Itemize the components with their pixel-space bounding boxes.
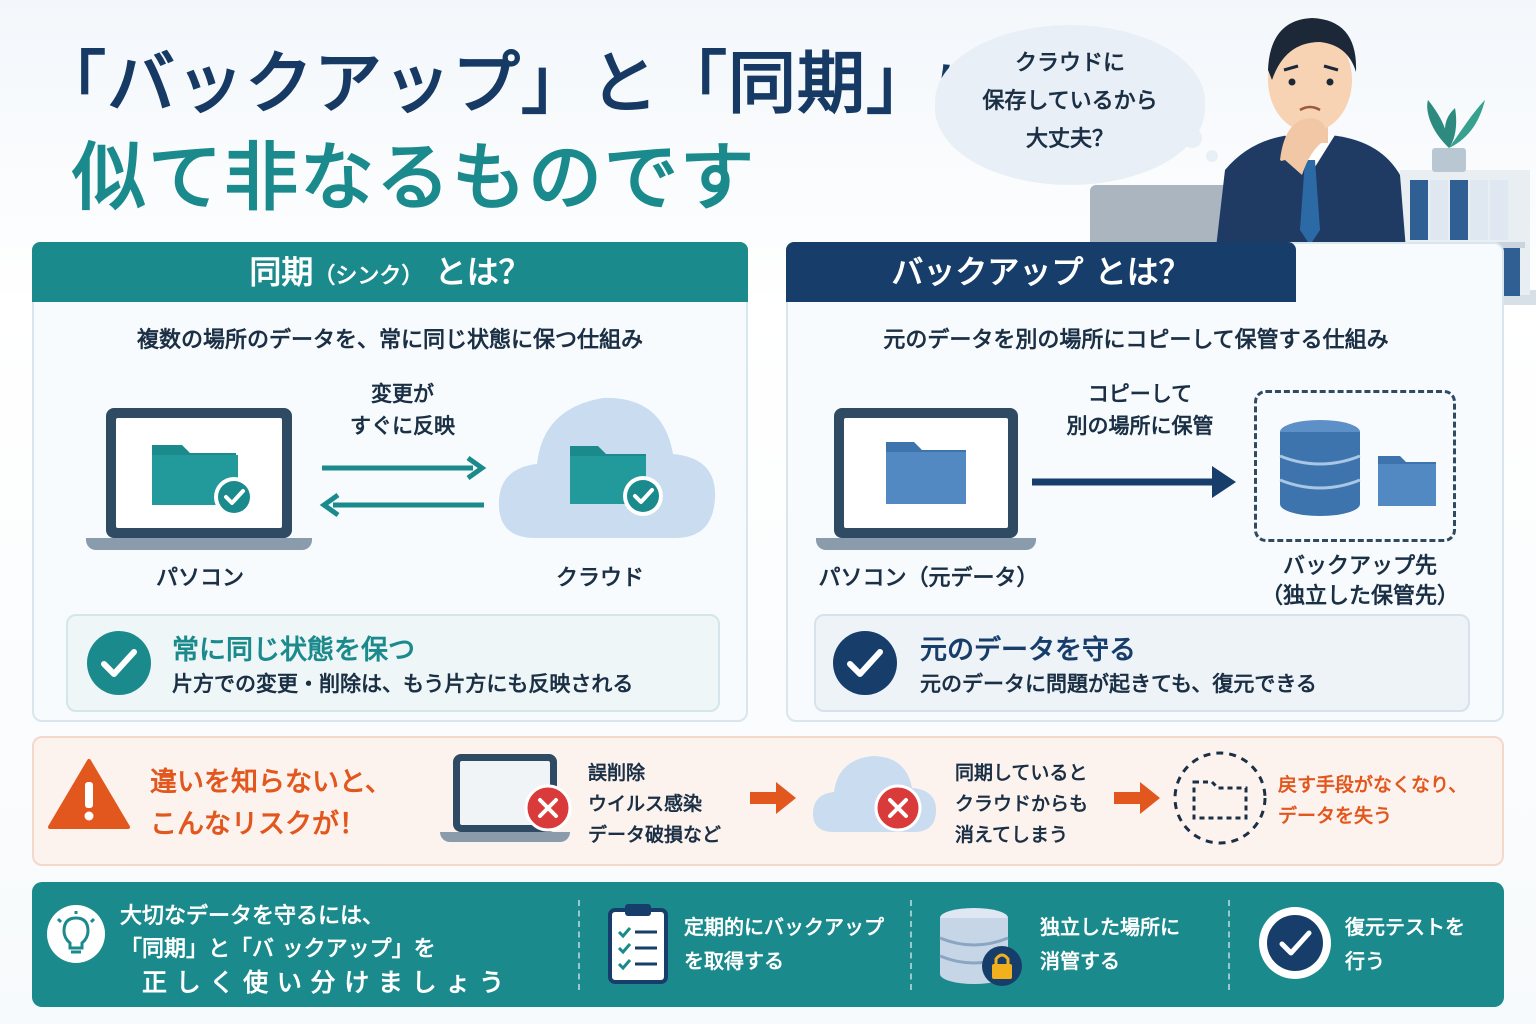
backup-subtitle: 元のデータを別の場所にコピーして保管する仕組み — [883, 328, 1389, 353]
backup-summary-title: 元のデータを守る — [920, 635, 1136, 666]
title-part1: 「バックアップ」と「同期」 — [38, 45, 936, 124]
risk-title-line: こんなリスクが！ — [150, 809, 366, 840]
bubble-line: 保存しているから — [982, 89, 1158, 114]
tips-intro-line: 正 し く 使 い 分 け ま し ょ う — [142, 968, 505, 997]
page-title-line1: 「バックアップ」と「同期」は、 — [38, 28, 1045, 127]
backup-destination-box — [1254, 390, 1456, 542]
database-lock-icon — [939, 908, 1022, 986]
bubble-dot — [1182, 128, 1202, 148]
tips-divider — [910, 900, 912, 990]
x-circle-icon — [874, 784, 922, 832]
sync-left-label: パソコン — [155, 566, 244, 591]
check-circle-icon — [1259, 907, 1331, 979]
backup-summary-box — [814, 614, 1470, 712]
risk-result: 戻す手段がなくなり、 データを失う — [1278, 770, 1467, 832]
x-circle-icon — [524, 784, 572, 832]
bubble-dot — [1206, 150, 1218, 162]
laptop-base — [816, 538, 1036, 550]
folder-check-icon — [152, 445, 254, 517]
risk-result-line: データを失う — [1278, 805, 1393, 827]
sync-subtitle: 複数の場所のデータを、常に同じ状態に保つ仕組み — [136, 328, 643, 353]
sync-right-label: クラウド — [555, 566, 644, 591]
database-icon — [1279, 420, 1436, 516]
empty-folder-icon — [1173, 751, 1267, 845]
arrow-right-icon — [1032, 466, 1236, 498]
tips-intro-line: 「同期」と「バ ックアップ」を — [120, 937, 436, 962]
sync-summary-box — [66, 614, 720, 712]
tip-line: 定期的にバックアップ — [684, 915, 884, 939]
laptop-base — [440, 832, 570, 842]
clipboard-icon — [608, 904, 668, 984]
backup-arrow-label: コピーして 別の場所に保管 — [1040, 378, 1240, 442]
sync-arrow-label: 変更が すぐに反映 — [320, 378, 485, 442]
sync-heading-tail: とは？ — [434, 253, 531, 291]
arrow-right-icon — [750, 782, 796, 814]
cloud-icon — [498, 397, 716, 538]
tip-line: 行う — [1345, 949, 1385, 973]
bubble-line: 大丈夫？ — [1025, 127, 1114, 152]
backup-summary-desc: 元のデータに問題が起きても、復元できる — [920, 672, 1317, 696]
thought-bubble — [935, 25, 1205, 185]
tips-intro-line: 大切なデータを守るには、 — [120, 904, 385, 929]
tip-line: 独立した場所に — [1040, 915, 1180, 939]
arrow-right-icon — [1114, 782, 1160, 814]
risk-title-line: 違いを知らないと、 — [150, 767, 392, 798]
sync-summary-title: 常に同じ状態を保つ — [172, 635, 415, 666]
tips-divider — [578, 900, 580, 990]
backup-right-label: バックアップ先 （独立した保管先） — [1245, 552, 1475, 612]
arrow-label-line: コピーして — [1087, 382, 1193, 406]
risk-result-line: 戻す手段がなくなり、 — [1278, 774, 1468, 796]
sync-heading-main: 同期 — [249, 253, 314, 291]
risk-title: 違いを知らないと、 こんなリスクが！ — [150, 762, 392, 846]
tip-line: を取得する — [684, 949, 784, 973]
check-circle-icon — [833, 631, 897, 695]
arrow-label-line: 変更が — [371, 382, 434, 406]
two-way-arrow-icon — [319, 455, 487, 518]
tip-2: 独立した場所に 消管する — [1040, 910, 1180, 978]
warning-icon — [48, 759, 130, 829]
risk-cause-line: ウイルス感染 — [588, 793, 703, 815]
risk-effect-line: クラウドからも — [955, 793, 1089, 815]
risk-effect-line: 消えてしまう — [955, 824, 1069, 846]
backup-right-label-line: （独立した保管先） — [1260, 584, 1459, 609]
check-circle-icon — [87, 631, 151, 695]
arrow-label-line: すぐに反映 — [350, 414, 455, 438]
tips-intro: 大切なデータを守るには、 「同期」と「バ ックアップ」を 正 し く 使 い 分… — [120, 900, 504, 999]
risk-effect: 同期していると クラウドからも 消えてしまう — [955, 758, 1088, 851]
laptop-base — [86, 538, 312, 550]
sync-heading-paren: （シンク） — [313, 264, 424, 289]
risk-cause-line: データ破損など — [588, 824, 722, 846]
backup-panel-heading: バックアップ とは？ — [786, 242, 1296, 302]
tip-3: 復元テストを 行う — [1345, 910, 1465, 978]
thought-bubble-text: クラウドに 保存しているから 大丈夫？ — [935, 45, 1205, 159]
tips-divider — [1228, 900, 1230, 990]
tip-1: 定期的にバックアップ を取得する — [684, 910, 884, 978]
tips-band — [32, 882, 1504, 1007]
risk-effect-line: 同期していると — [955, 762, 1088, 784]
risk-cause-line: 誤削除 — [588, 762, 646, 784]
arrow-label-line: 別の場所に保管 — [1066, 414, 1214, 438]
risk-cause: 誤削除 ウイルス感染 データ破損など — [588, 758, 721, 851]
page-title-line2: 似て非なるものです — [72, 135, 756, 221]
folder-icon — [886, 442, 966, 504]
bubble-line: クラウドに — [1014, 51, 1125, 76]
lightbulb-icon — [47, 905, 105, 963]
backup-right-label-line: バックアップ先 — [1282, 554, 1437, 579]
tip-line: 消管する — [1040, 949, 1120, 973]
sync-summary-desc: 片方での変更・削除は、もう片方にも反映される — [172, 672, 634, 696]
tip-line: 復元テストを — [1345, 915, 1465, 939]
backup-left-label: パソコン（元データ） — [818, 566, 1039, 591]
sync-panel-heading: 同期（シンク） とは？ — [32, 242, 748, 302]
